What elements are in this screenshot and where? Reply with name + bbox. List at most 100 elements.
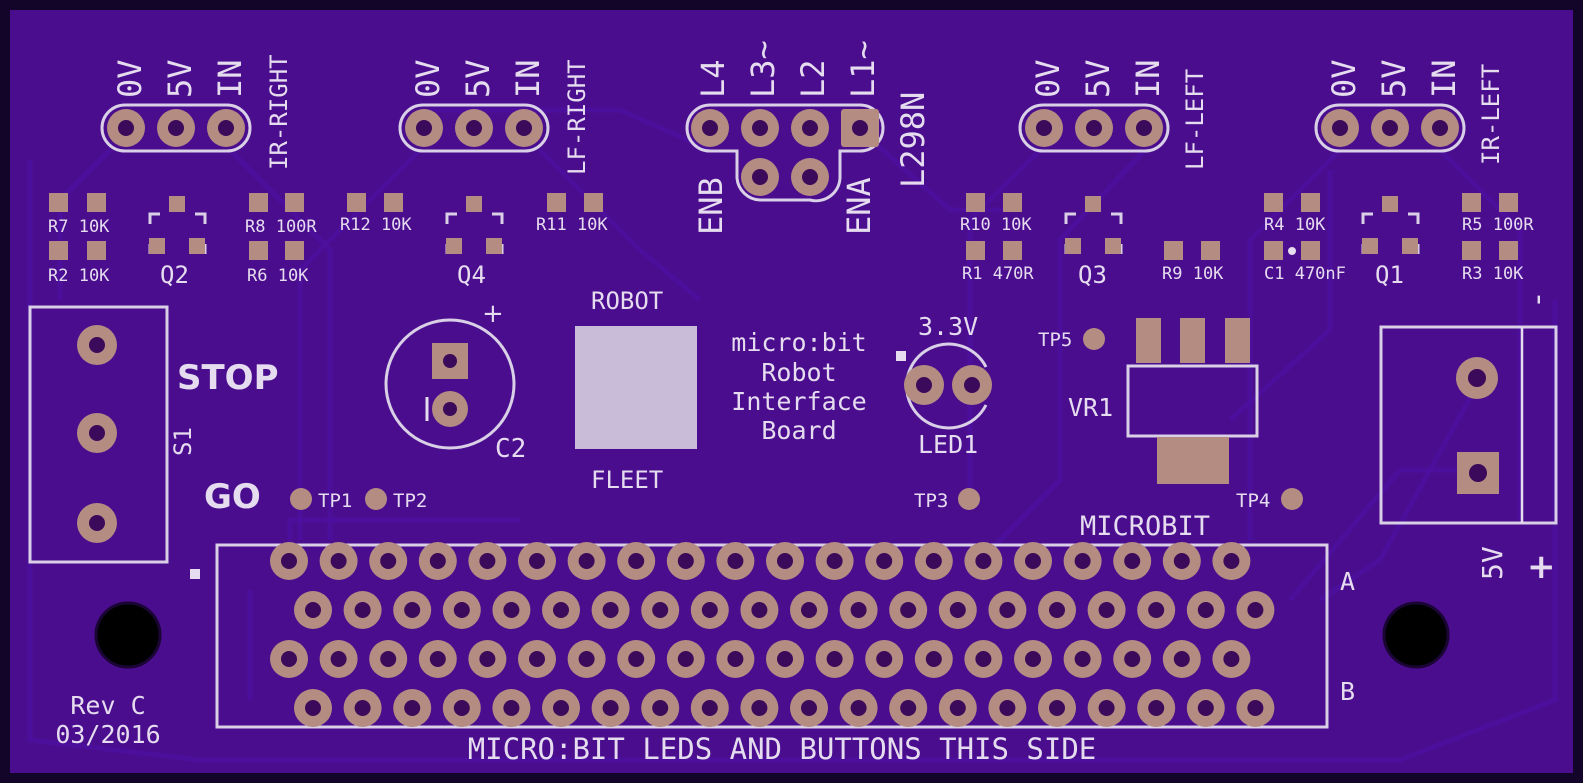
regulator-tab — [1157, 437, 1229, 484]
tp3-label: TP3 — [914, 490, 948, 512]
r4-pad — [1301, 193, 1320, 212]
r7-pad — [87, 193, 106, 212]
edge-connector-pin-drill — [1173, 651, 1190, 667]
power-terminal-5v: - 5V + — [1379, 294, 1558, 587]
edge-connector-pin-drill — [453, 700, 470, 716]
switch-ref-label: S1 — [169, 427, 197, 456]
capacitor-plus-label: + — [482, 299, 504, 329]
tp5-label: TP5 — [1038, 329, 1072, 351]
pin-label-5v: 5V — [161, 59, 199, 98]
edge-connector-pin-drill — [479, 651, 496, 667]
title-line-3: Interface — [731, 387, 866, 416]
edge-connector-pin-drill — [404, 700, 421, 716]
pin-label-0v: 0V — [111, 59, 149, 98]
edge-connector-pin-drill — [1049, 602, 1065, 618]
header-ir-left-name: IR-LEFT — [1477, 64, 1505, 165]
edge-connector-pin-drill — [281, 553, 297, 569]
regulator-outline — [1126, 364, 1259, 438]
smd-components-right: R10 10K R1 470R Q3 R9 10K R4 10K C1 470n… — [960, 193, 1534, 289]
edge-connector-note: MICRO:BIT LEDS AND BUTTONS THIS SIDE — [468, 732, 1097, 766]
r4-label: R4 10K — [1264, 215, 1326, 235]
edge-connector-pin-drill — [1197, 700, 1214, 716]
edge-connector-pin-drill — [529, 651, 545, 667]
header-ir-right: 0V 5V IN IR-RIGHT — [100, 54, 293, 170]
edge-connector-pin-drill — [1173, 553, 1190, 569]
board-title: micro:bit Robot Interface Board — [731, 328, 866, 445]
edge-connector-pin-drill — [429, 553, 446, 569]
header-ir-right-name: IR-RIGHT — [265, 54, 293, 170]
r10-label: R10 10K — [960, 215, 1032, 235]
edge-connector-pin-drill — [652, 602, 669, 618]
regulator-pin — [1180, 318, 1205, 363]
edge-connector-pin-drill — [1124, 651, 1141, 667]
r8-pad — [249, 193, 268, 212]
header-lf-left-outline — [1018, 103, 1170, 153]
edge-connector-pin-drill — [826, 553, 843, 569]
q1-pad — [1402, 238, 1418, 254]
edge-connector-pin-drill — [900, 602, 917, 618]
led-voltage-label: 3.3V — [918, 312, 978, 341]
pin-label-in: IN — [509, 59, 547, 98]
edge-connector-outline — [215, 543, 1329, 729]
edge-connector-pin-drill — [1074, 553, 1091, 569]
edge-connector-pin-drill — [701, 602, 718, 618]
revision-block: Rev C 03/2016 — [55, 691, 160, 749]
edge-connector-pin-drill — [999, 700, 1016, 716]
pin-label-in: IN — [1129, 59, 1167, 98]
edge-connector-pin-drill — [751, 602, 768, 618]
r1-label: R1 470R — [962, 264, 1034, 284]
edge-connector-row-a-label: A — [1340, 567, 1355, 596]
pin-label-5v: 5V — [1079, 59, 1117, 98]
edge-connector-pin-drill — [1025, 553, 1041, 569]
edge-connector-pin-drill — [900, 700, 917, 716]
r9-label: R9 10K — [1162, 264, 1224, 284]
q2-pad — [149, 238, 165, 254]
edge-connector-pin-drill — [701, 700, 718, 716]
power-terminal-outline — [1379, 325, 1558, 525]
logo-bottom-text: FLEET — [591, 466, 663, 494]
pin-label-in: IN — [1425, 59, 1463, 98]
edge-connector-pin-drill — [925, 651, 942, 667]
edge-connector-pin-drill — [826, 651, 843, 667]
title-line-4: Board — [761, 416, 836, 445]
edge-connector-pin-drill — [404, 602, 421, 618]
edge-connector-pin-drill — [354, 700, 371, 716]
q1-outline — [1361, 212, 1420, 254]
copper-traces — [27, 107, 1558, 763]
edge-connector-pin-drill — [503, 700, 520, 716]
edge-connector-pin-drill — [1098, 602, 1115, 618]
edge-connector-pin-drill — [999, 602, 1016, 618]
edge-connector-pin-drill — [652, 700, 669, 716]
edge-connector-pin-drill — [850, 700, 867, 716]
edge-connector-pin-drill — [380, 651, 397, 667]
edge-connector-pin-drill — [602, 700, 619, 716]
r3-pad — [1462, 241, 1481, 260]
q4-outline — [445, 212, 504, 254]
q2-label: Q2 — [160, 261, 189, 289]
edge-connector-pin-drill — [1025, 651, 1041, 667]
edge-connector-pins — [270, 542, 1275, 727]
edge-connector-pin-drill — [380, 553, 397, 569]
r4-pad — [1264, 193, 1283, 212]
q4-label: Q4 — [457, 261, 486, 289]
r11-label: R11 10K — [536, 215, 608, 235]
q4-pad — [486, 238, 502, 254]
logo-square — [575, 326, 697, 449]
logo-top-text: ROBOT — [591, 287, 663, 315]
edge-connector-pin-drill — [330, 651, 347, 667]
q1-label: Q1 — [1375, 261, 1404, 289]
r1-pad — [966, 241, 985, 260]
q4-pad — [466, 196, 482, 212]
header-l298n-outline — [685, 103, 885, 203]
edge-connector-pin-drill — [1124, 553, 1141, 569]
led-ref-label: LED1 — [918, 430, 978, 459]
pin-label-enb: ENB — [692, 177, 730, 235]
title-line-2: Robot — [761, 358, 836, 387]
robot-fleet-logo: ROBOT FLEET — [575, 287, 697, 494]
r10-pad — [1003, 193, 1022, 212]
tp4-pad — [1281, 488, 1303, 510]
header-l298n-pins — [691, 109, 879, 196]
r5-label: R5 100R — [1462, 215, 1534, 235]
edge-connector-pin-drill — [727, 651, 744, 667]
